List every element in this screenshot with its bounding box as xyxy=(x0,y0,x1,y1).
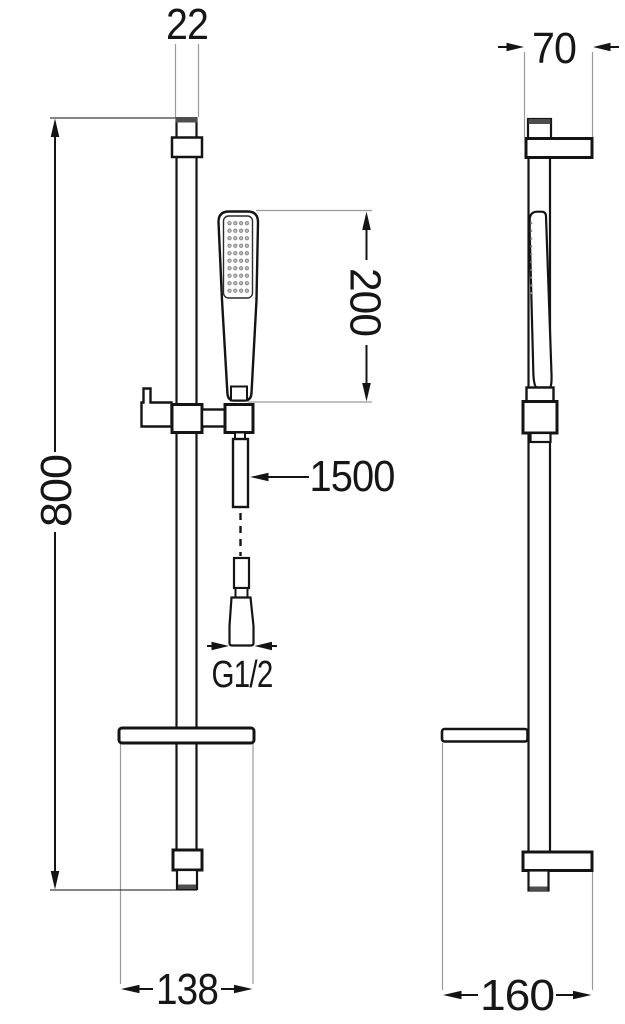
dim-rail-width-label: 22 xyxy=(166,0,208,49)
handset-holder xyxy=(223,403,255,434)
arrowhead-bracket-right xyxy=(593,42,611,52)
hose-upper xyxy=(231,437,250,509)
holder-arm xyxy=(200,408,227,428)
wall-bracket-top-side xyxy=(524,137,594,159)
handset-holder-side xyxy=(521,400,559,435)
slider-hook xyxy=(140,387,173,428)
dim-bracket-depth-label: 70 xyxy=(532,24,576,73)
arrowhead-base-depth-left xyxy=(443,990,462,1000)
connector-neck xyxy=(234,587,249,599)
rail-top-cap-dark xyxy=(528,119,551,124)
soap-shelf-side xyxy=(440,727,529,743)
hand-shower-profile xyxy=(528,210,553,389)
dim-base-width-label: 138 xyxy=(156,965,218,1014)
wall-bracket-top xyxy=(170,136,204,159)
arrowhead-base-width-left xyxy=(121,984,140,994)
dim-handset-label: 200 xyxy=(341,268,390,336)
connector-shank xyxy=(232,556,251,590)
connector-cone xyxy=(228,596,255,647)
rail-slider xyxy=(170,403,204,434)
spray-nozzles xyxy=(227,220,251,295)
arrowhead-handset-bottom xyxy=(362,383,371,402)
dim-thread-label: G1/2 xyxy=(212,654,273,696)
dim-height-label: 800 xyxy=(32,455,81,527)
side-view: 70 160 xyxy=(440,24,619,1020)
arrowhead-height-top xyxy=(50,118,60,137)
rail-bottom-cap-side xyxy=(529,886,548,891)
dim-base-depth-label: 160 xyxy=(480,971,554,1020)
handle-end-side xyxy=(525,386,555,403)
arrowhead-base-depth-right xyxy=(573,990,592,1000)
wall-bracket-bottom-side xyxy=(521,850,594,872)
front-view: 22 800 200 1500 G1/2 138 xyxy=(32,0,396,1014)
arrowhead-handset-top xyxy=(362,211,371,230)
arrowhead-base-width-right xyxy=(234,984,253,994)
handle-inlet xyxy=(230,385,248,402)
soap-shelf xyxy=(117,726,256,745)
arrowhead-hose xyxy=(250,472,269,482)
rail-bottom-cap xyxy=(178,884,196,889)
arrowhead-height-bottom xyxy=(50,871,60,890)
holder-neck-side xyxy=(529,431,552,444)
rail-top-cap xyxy=(175,117,198,123)
dim-hose-label: 1500 xyxy=(310,452,395,501)
wall-bracket-bottom xyxy=(171,848,204,872)
arrowhead-thread-left xyxy=(211,641,229,651)
arrowhead-bracket-left xyxy=(506,42,524,52)
arrowhead-thread-right xyxy=(254,641,272,651)
